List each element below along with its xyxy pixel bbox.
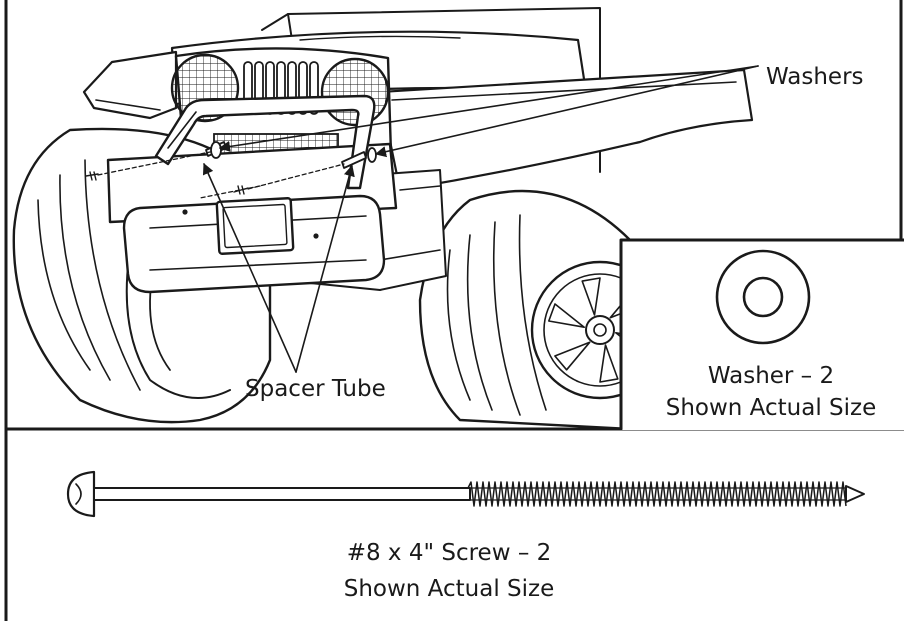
washers-leader-2 [374, 65, 759, 158]
headlight-right [320, 57, 390, 127]
thread-ridges [467, 481, 847, 507]
washers-label: Washers [766, 64, 864, 90]
screw-shank [93, 487, 471, 501]
fender-left [82, 50, 178, 120]
vehicle-illustration [12, 7, 754, 429]
washer-inset-title: Washer – 2 [708, 363, 834, 389]
license-plate [215, 197, 295, 255]
screw-title: #8 x 4" Screw – 2 [347, 540, 552, 566]
hub-spoke [554, 341, 591, 371]
callouts: Washers Spacer Tube [202, 64, 864, 402]
washer-inset-subtitle: Shown Actual Size [666, 395, 877, 421]
screw-drawing [66, 470, 865, 518]
screw-thread [467, 481, 847, 507]
screw-tip [845, 485, 865, 503]
washer-outer-ring [715, 249, 811, 345]
washer-inset: Washer – 2 Shown Actual Size [619, 238, 904, 431]
screw-subtitle: Shown Actual Size [344, 576, 555, 602]
hardware [85, 141, 377, 199]
hub-spoke [599, 344, 619, 383]
washer-inner-hole [742, 276, 784, 318]
washers-leader-1 [218, 65, 759, 153]
brush-guard [154, 94, 376, 190]
spacer-leader-1 [202, 162, 297, 373]
spacer-tube-label: Spacer Tube [245, 376, 386, 402]
hub-spoke [548, 303, 585, 328]
hub-spoke [581, 277, 601, 316]
spacer-leader-2 [295, 164, 355, 373]
